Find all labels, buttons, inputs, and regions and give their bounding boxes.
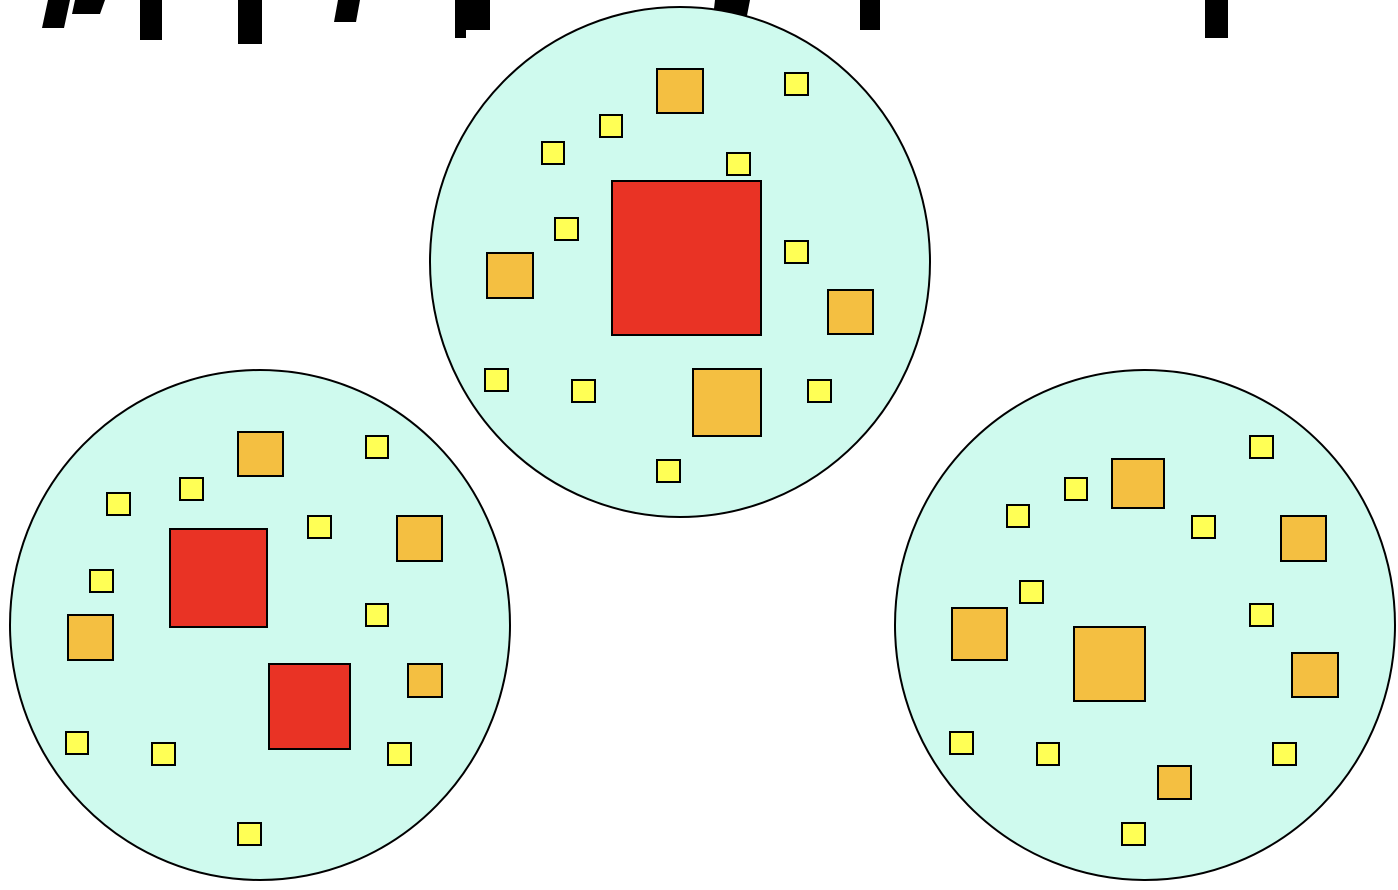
medium-square <box>1111 458 1165 509</box>
group-top <box>429 6 931 518</box>
group-bottom-right <box>894 369 1396 881</box>
small-square <box>949 731 974 755</box>
large-square <box>169 528 268 628</box>
small-square <box>1191 515 1216 539</box>
small-square <box>807 379 832 403</box>
groups-layer <box>9 6 1396 881</box>
medium-square <box>656 68 704 114</box>
circle-bottom-right <box>894 369 1396 881</box>
medium-square <box>1073 626 1146 702</box>
small-square <box>784 72 809 96</box>
title-glyph-fragment <box>860 0 880 30</box>
small-square <box>554 217 579 241</box>
large-square <box>611 180 762 336</box>
medium-square <box>692 368 762 437</box>
small-square <box>571 379 596 403</box>
small-square <box>365 603 389 627</box>
cropped-title-fragments <box>42 0 1228 44</box>
large-square <box>268 663 351 750</box>
title-glyph-fragment <box>238 0 262 44</box>
small-square <box>1249 435 1274 459</box>
medium-square <box>237 431 284 477</box>
medium-square <box>1280 515 1327 562</box>
medium-square <box>1291 652 1339 698</box>
small-square <box>387 742 412 766</box>
small-square <box>1121 822 1146 846</box>
small-square <box>365 435 389 459</box>
medium-square <box>1157 765 1192 800</box>
small-square <box>106 492 131 516</box>
small-square <box>599 114 623 138</box>
small-square <box>89 569 114 593</box>
small-square <box>307 515 332 539</box>
small-square <box>1249 603 1274 627</box>
medium-square <box>486 252 534 299</box>
small-square <box>656 459 681 483</box>
small-square <box>1036 742 1060 766</box>
medium-square <box>396 515 443 562</box>
medium-square <box>407 663 443 698</box>
small-square <box>1272 742 1297 766</box>
small-square <box>784 240 809 264</box>
medium-square <box>67 614 114 661</box>
medium-square <box>951 607 1008 661</box>
title-glyph-fragment <box>72 0 105 14</box>
small-square <box>484 368 509 392</box>
small-square <box>1064 477 1088 501</box>
medium-square <box>827 289 874 335</box>
title-glyph-fragment <box>1205 0 1228 38</box>
small-square <box>1006 504 1030 528</box>
title-glyph-fragment <box>334 0 360 22</box>
title-glyph-fragment <box>42 0 70 28</box>
small-square <box>65 731 89 755</box>
small-square <box>1019 580 1044 604</box>
title-glyph-fragment <box>455 0 490 38</box>
small-square <box>179 477 204 501</box>
small-square <box>541 141 565 165</box>
title-glyph-fragment <box>140 0 162 40</box>
group-bottom-left <box>9 369 511 881</box>
small-square <box>151 742 176 766</box>
small-square <box>237 822 262 846</box>
small-square <box>726 152 751 176</box>
